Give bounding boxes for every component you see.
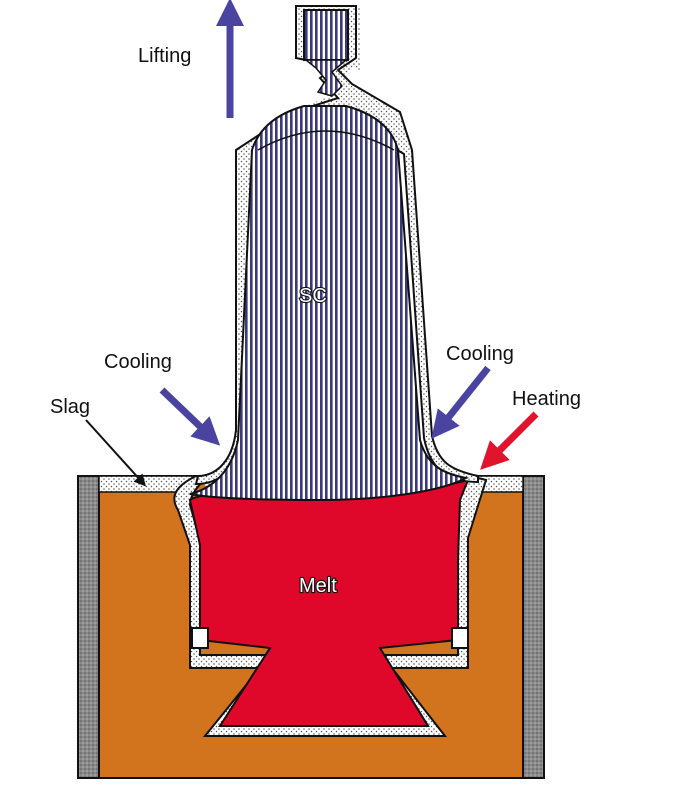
label-slag: Slag xyxy=(50,396,90,418)
cooling-arrow-left xyxy=(159,387,221,446)
label-lifting: Lifting xyxy=(138,45,191,67)
label-melt: Melt xyxy=(299,575,337,597)
crucible-wall-right xyxy=(522,475,545,779)
cooling-arrow-right xyxy=(431,365,491,439)
label-cooling-right: Cooling xyxy=(446,343,514,365)
label-heating: Heating xyxy=(512,388,581,410)
crystal-shell-outline xyxy=(194,5,479,486)
seed-rod xyxy=(303,9,349,61)
pocket-left xyxy=(191,627,209,649)
label-crystal: SC xyxy=(299,285,327,307)
crystal-body xyxy=(189,105,469,502)
slag-pointer-arrow xyxy=(85,419,147,487)
heating-arrow xyxy=(480,411,539,470)
crystal-neck xyxy=(303,59,349,97)
crystal-body-inner-arc xyxy=(257,130,395,151)
pocket-right xyxy=(451,627,469,649)
crucible-wall-left xyxy=(77,475,100,779)
label-cooling-left: Cooling xyxy=(104,351,172,373)
